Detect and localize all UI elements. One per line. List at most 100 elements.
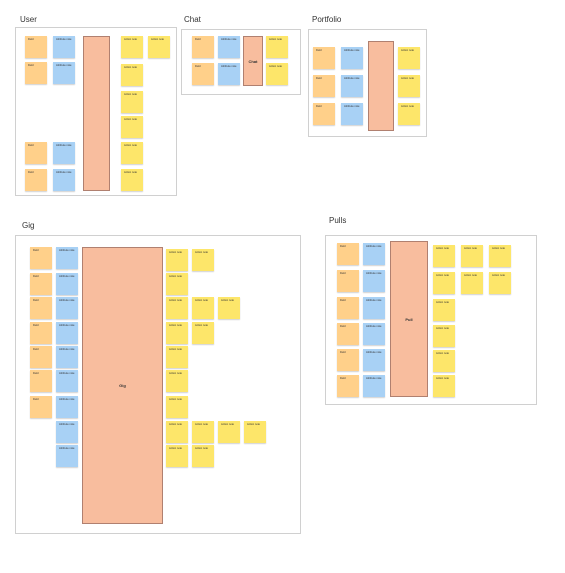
gig-field-note[interactable]: Field	[30, 370, 52, 392]
chat-action-note[interactable]: Action note	[266, 36, 288, 58]
gig-action-note[interactable]: Action note	[166, 421, 188, 443]
portfolio-field-note[interactable]: Field	[313, 103, 335, 125]
gig-action-note[interactable]: Action note	[192, 421, 214, 443]
pulls-frame[interactable]: Field Field Field Field Field Field Attr…	[325, 235, 537, 405]
chat-field-note[interactable]: Field	[192, 63, 214, 85]
user-attribute-note[interactable]: Attribute note	[53, 36, 75, 58]
gig-field-note[interactable]: Field	[30, 273, 52, 295]
user-action-note[interactable]: Action note	[121, 64, 143, 86]
user-field-note[interactable]: Field	[25, 169, 47, 191]
gig-action-note[interactable]: Action note	[166, 249, 188, 271]
gig-attribute-note[interactable]: Attribute note	[56, 421, 78, 443]
user-action-note[interactable]: Action note	[121, 142, 143, 164]
pulls-action-note[interactable]: Action note	[489, 245, 511, 267]
gig-attribute-note[interactable]: Attribute note	[56, 445, 78, 467]
gig-attribute-note[interactable]: Attribute note	[56, 322, 78, 344]
gig-attribute-note[interactable]: Attribute note	[56, 396, 78, 418]
user-action-note[interactable]: Action note	[148, 36, 170, 58]
pulls-attribute-note[interactable]: Attribute note	[363, 270, 385, 292]
user-frame-title: User	[20, 15, 37, 24]
user-frame[interactable]: Field Field Field Field Attribute note A…	[15, 27, 177, 196]
chat-attribute-note[interactable]: Attribute note	[218, 63, 240, 85]
chat-frame-title: Chat	[184, 15, 201, 24]
chat-frame[interactable]: Field Field Attribute note Attribute not…	[181, 29, 301, 95]
pulls-attribute-note[interactable]: Attribute note	[363, 243, 385, 265]
gig-action-note[interactable]: Action note	[244, 421, 266, 443]
user-attribute-note[interactable]: Attribute note	[53, 142, 75, 164]
gig-field-note[interactable]: Field	[30, 396, 52, 418]
pulls-action-note[interactable]: Action note	[433, 272, 455, 294]
pulls-action-note[interactable]: Action note	[461, 272, 483, 294]
pulls-action-note[interactable]: Action note	[433, 299, 455, 321]
gig-field-note[interactable]: Field	[30, 297, 52, 319]
portfolio-frame-title: Portfolio	[312, 15, 342, 24]
gig-action-note[interactable]: Action note	[166, 297, 188, 319]
portfolio-field-note[interactable]: Field	[313, 47, 335, 69]
gig-attribute-note[interactable]: Attribute note	[56, 247, 78, 269]
pulls-attribute-note[interactable]: Attribute note	[363, 349, 385, 371]
user-field-note[interactable]: Field	[25, 62, 47, 84]
portfolio-action-note[interactable]: Action note	[398, 47, 420, 69]
pulls-field-note[interactable]: Field	[337, 270, 359, 292]
user-field-note[interactable]: Field	[25, 142, 47, 164]
pulls-field-note[interactable]: Field	[337, 243, 359, 265]
portfolio-entity-card[interactable]	[368, 41, 394, 131]
chat-entity-card[interactable]: Chat	[243, 36, 263, 86]
portfolio-field-note[interactable]: Field	[313, 75, 335, 97]
portfolio-attribute-note[interactable]: Attribute note	[341, 75, 363, 97]
chat-attribute-note[interactable]: Attribute note	[218, 36, 240, 58]
gig-field-note[interactable]: Field	[30, 322, 52, 344]
gig-action-note[interactable]: Action note	[192, 297, 214, 319]
portfolio-frame[interactable]: Field Field Field Attribute note Attribu…	[308, 29, 427, 137]
user-action-note[interactable]: Action note	[121, 116, 143, 138]
gig-action-note[interactable]: Action note	[192, 445, 214, 467]
pulls-field-note[interactable]: Field	[337, 323, 359, 345]
pulls-action-note[interactable]: Action note	[433, 245, 455, 267]
pulls-action-note[interactable]: Action note	[461, 245, 483, 267]
pulls-action-note[interactable]: Action note	[433, 325, 455, 347]
pulls-attribute-note[interactable]: Attribute note	[363, 323, 385, 345]
gig-field-note[interactable]: Field	[30, 346, 52, 368]
gig-action-note[interactable]: Action note	[166, 370, 188, 392]
pulls-field-note[interactable]: Field	[337, 349, 359, 371]
gig-action-note[interactable]: Action note	[218, 421, 240, 443]
portfolio-attribute-note[interactable]: Attribute note	[341, 47, 363, 69]
gig-action-note[interactable]: Action note	[166, 322, 188, 344]
gig-action-note[interactable]: Action note	[166, 396, 188, 418]
pulls-action-note[interactable]: Action note	[433, 375, 455, 397]
user-action-note[interactable]: Action note	[121, 36, 143, 58]
gig-attribute-note[interactable]: Attribute note	[56, 297, 78, 319]
gig-action-note[interactable]: Action note	[218, 297, 240, 319]
gig-entity-card[interactable]: Gig	[82, 247, 163, 524]
pulls-action-note[interactable]: Action note	[433, 350, 455, 372]
gig-field-note[interactable]: Field	[30, 247, 52, 269]
gig-frame-title: Gig	[22, 221, 35, 230]
user-action-note[interactable]: Action note	[121, 169, 143, 191]
gig-action-note[interactable]: Action note	[166, 273, 188, 295]
user-action-note[interactable]: Action note	[121, 91, 143, 113]
gig-frame[interactable]: Field Field Field Field Field Field Fiel…	[15, 235, 301, 534]
gig-action-note[interactable]: Action note	[166, 346, 188, 368]
pulls-field-note[interactable]: Field	[337, 297, 359, 319]
portfolio-action-note[interactable]: Action note	[398, 103, 420, 125]
pulls-attribute-note[interactable]: Attribute note	[363, 297, 385, 319]
gig-attribute-note[interactable]: Attribute note	[56, 273, 78, 295]
chat-action-note[interactable]: Action note	[266, 63, 288, 85]
gig-action-note[interactable]: Action note	[166, 445, 188, 467]
user-attribute-note[interactable]: Attribute note	[53, 62, 75, 84]
user-entity-card[interactable]	[83, 36, 110, 191]
pulls-attribute-note[interactable]: Attribute note	[363, 375, 385, 397]
user-field-note[interactable]: Field	[25, 36, 47, 58]
gig-action-note[interactable]: Action note	[192, 322, 214, 344]
gig-attribute-note[interactable]: Attribute note	[56, 370, 78, 392]
gig-action-note[interactable]: Action note	[192, 249, 214, 271]
pulls-field-note[interactable]: Field	[337, 375, 359, 397]
portfolio-action-note[interactable]: Action note	[398, 75, 420, 97]
gig-attribute-note[interactable]: Attribute note	[56, 346, 78, 368]
chat-field-note[interactable]: Field	[192, 36, 214, 58]
pulls-entity-card[interactable]: Pull	[390, 241, 428, 397]
pulls-action-note[interactable]: Action note	[489, 272, 511, 294]
user-attribute-note[interactable]: Attribute note	[53, 169, 75, 191]
pulls-frame-title: Pulls	[329, 216, 347, 225]
portfolio-attribute-note[interactable]: Attribute note	[341, 103, 363, 125]
